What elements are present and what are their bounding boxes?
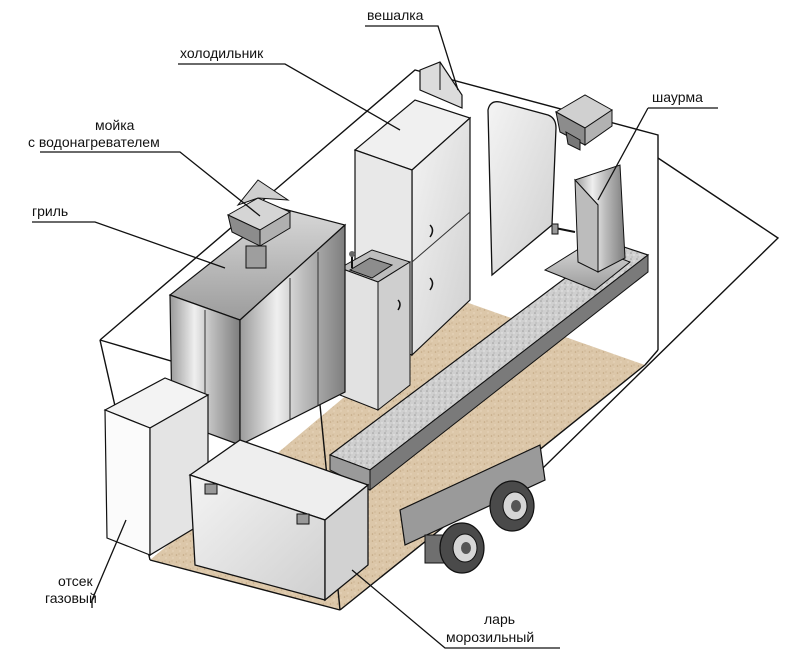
- label-freezer-line2: морозильный: [446, 629, 534, 645]
- leader-lines: [32, 25, 718, 649]
- wheel-front: [439, 522, 485, 574]
- label-shawarma: шаурма: [652, 89, 703, 105]
- shawarma-hood: [554, 94, 613, 151]
- gas-compartment: [103, 377, 210, 557]
- coat-hanger: [419, 61, 463, 109]
- label-gas-line1: отсек: [58, 573, 94, 589]
- grill-hood: [226, 179, 292, 269]
- label-sink-line2: с водонагревателем: [28, 134, 160, 150]
- counter: [328, 242, 650, 492]
- label-grill: гриль: [32, 203, 68, 219]
- sink-unit: [338, 249, 412, 412]
- back-door: [487, 101, 557, 277]
- wheel-rear: [489, 480, 535, 532]
- label-sink-line1: мойка: [95, 117, 135, 133]
- label-fridge: холодильник: [180, 45, 264, 61]
- label-gas-line2: газовый: [45, 590, 97, 606]
- label-hanger: вешалка: [367, 7, 424, 23]
- shawarma-machine: [543, 164, 631, 291]
- label-freezer-line1: ларь: [484, 611, 515, 627]
- chest-freezer: [188, 439, 370, 602]
